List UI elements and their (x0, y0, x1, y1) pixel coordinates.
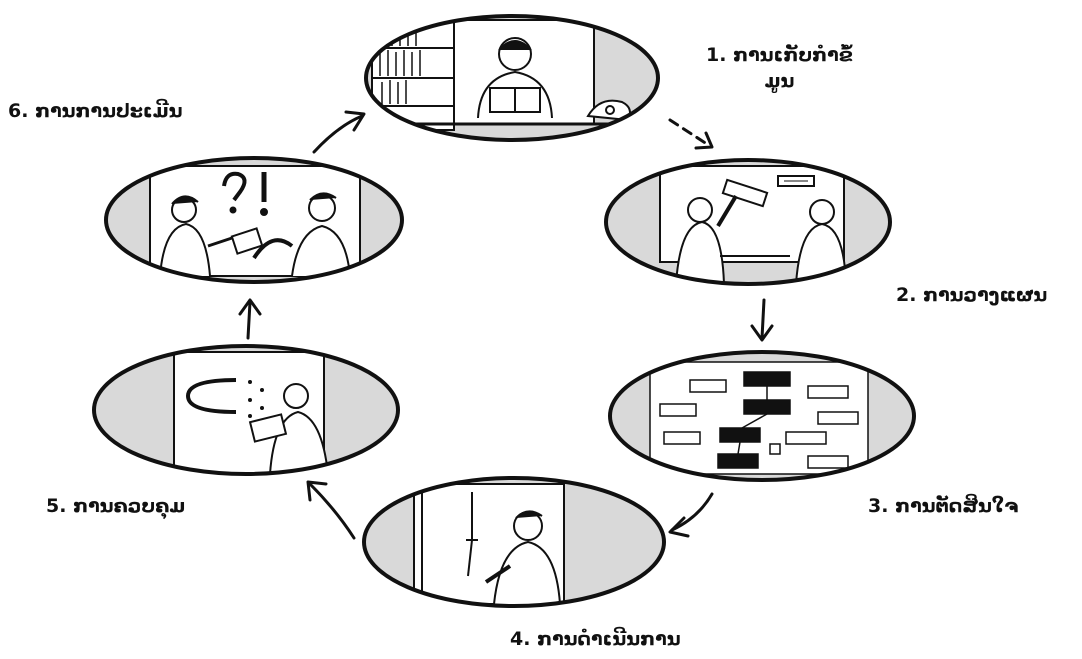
step-2-scene (604, 158, 892, 286)
step-5-number: 5. (46, 495, 67, 517)
step-6-label: 6. ການການປະເມີນ (8, 98, 182, 124)
arrow-4-to-5 (306, 480, 356, 540)
step-4-label: 4. ການດຳເນີນການ (510, 626, 681, 652)
step-2-number: 2. (896, 284, 917, 306)
step-5-title: ການຄວບຄຸມ (73, 495, 186, 517)
step-5-label: 5. ການຄວບຄຸມ (46, 493, 185, 519)
step-6-title: ການການປະເມີນ (35, 100, 183, 122)
step-1-number: 1. (706, 44, 727, 66)
step-4-title: ການດຳເນີນການ (537, 628, 681, 650)
step-3-number: 3. (868, 495, 889, 517)
step-2-title: ການວາງແຜນ (923, 284, 1048, 306)
arrow-6-to-1 (312, 110, 366, 154)
step-2-label: 2. ການວາງແຜນ (896, 282, 1047, 308)
step-5-scene (92, 344, 400, 476)
arrow-5-to-6 (238, 298, 262, 340)
step-1-label: 1. ການເກັບກຳຂໍ້ ມູນ (706, 42, 853, 94)
step-1-title-line-2: ມູນ (764, 70, 795, 92)
step-1-title-line-1: ການເກັບກຳຂໍ້ (733, 44, 853, 66)
step-4-scene (362, 476, 666, 608)
flow-arrows (238, 110, 774, 540)
step-1-scene (364, 14, 660, 142)
arrow-3-to-4 (668, 492, 714, 538)
step-3-scene (608, 350, 916, 482)
step-3-title: ການຕັດສິນໃຈ (895, 495, 1019, 517)
step-3-label: 3. ການຕັດສິນໃຈ (868, 493, 1018, 519)
arrow-2-to-3 (750, 298, 774, 342)
step-4-number: 4. (510, 628, 531, 650)
step-6-scene (104, 156, 404, 284)
arrow-1-to-2 (668, 118, 714, 150)
step-6-number: 6. (8, 100, 29, 122)
